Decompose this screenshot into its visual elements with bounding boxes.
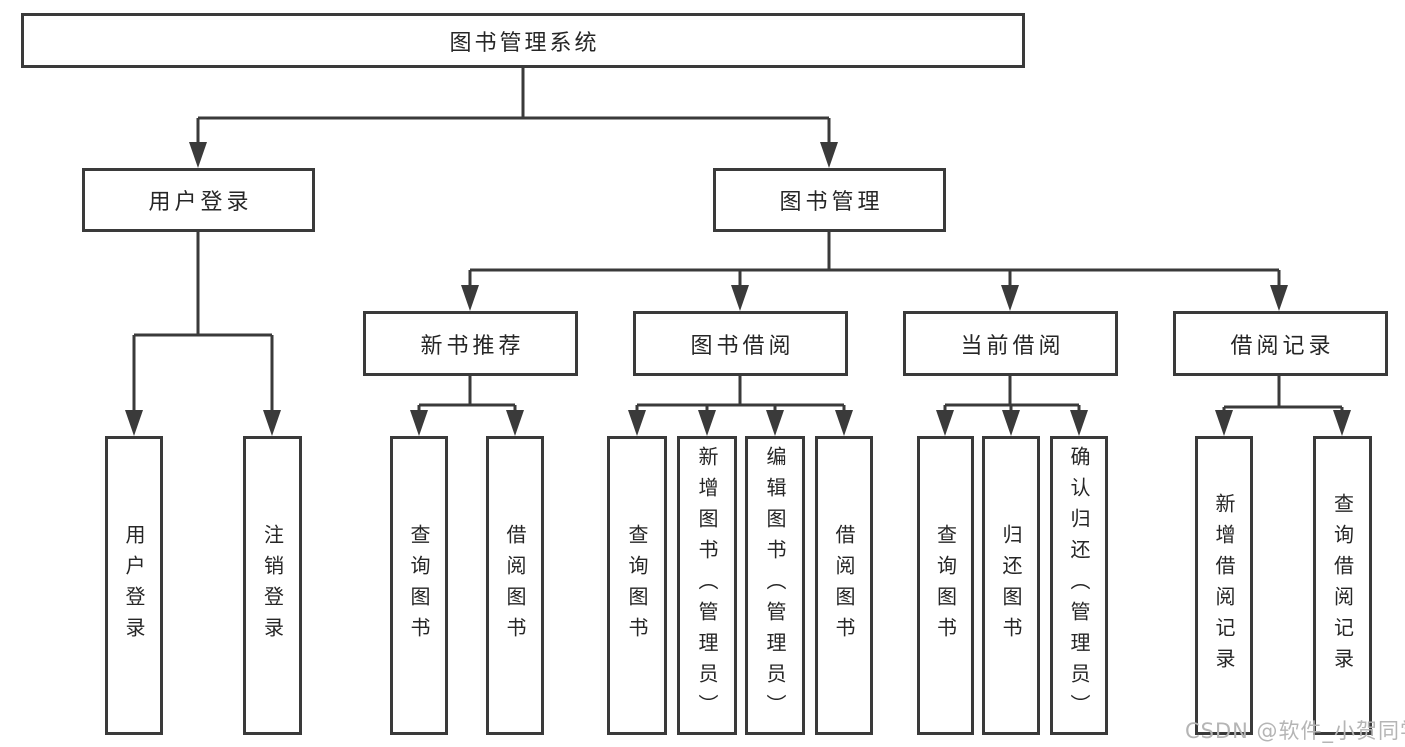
node-label: 当前借阅: [960, 333, 1065, 359]
node-label: 查询图书: [625, 523, 649, 648]
node-label: 用户登录: [148, 190, 253, 215]
node-new-book-recommend: 新书推荐: [363, 311, 578, 376]
node-label: 注销登录: [260, 523, 285, 648]
node-label: 图书管理系统: [449, 30, 600, 56]
node-br-query-record: 查询借阅记录: [1313, 436, 1372, 735]
node-current-borrow: 当前借阅: [903, 311, 1118, 376]
node-cb-confirm-return-admin: 确认归还（管理员）: [1050, 436, 1108, 735]
node-label: 图书管理: [779, 190, 884, 215]
node-label: 归还图书: [999, 523, 1023, 648]
watermark: CSDN @软件_小贺同学: [1185, 719, 1405, 743]
node-bb-query-books: 查询图书: [607, 436, 667, 735]
node-label: 新增借阅记录: [1212, 492, 1236, 679]
node-bb-edit-books-admin: 编辑图书（管理员）: [745, 436, 805, 735]
node-label: 借阅图书: [832, 523, 856, 648]
node-label: 借阅记录: [1230, 333, 1335, 359]
node-cb-query-books: 查询图书: [917, 436, 974, 735]
node-label: 新增图书（管理员）: [695, 446, 719, 725]
node-label: 确认归还（管理员）: [1067, 446, 1091, 725]
node-label: 新书推荐: [420, 333, 525, 359]
node-label: 用户登录: [122, 523, 146, 648]
node-label: 查询图书: [407, 523, 431, 648]
node-user-login-action: 用户登录: [105, 436, 163, 735]
node-user-login: 用户登录: [82, 168, 315, 232]
node-nb-borrow-books: 借阅图书: [486, 436, 544, 735]
node-borrow-records: 借阅记录: [1173, 311, 1388, 376]
node-label: 查询借阅记录: [1330, 492, 1355, 679]
node-logout-action: 注销登录: [243, 436, 302, 735]
arrowhead-icons: [125, 142, 1351, 436]
node-bb-borrow-books: 借阅图书: [815, 436, 873, 735]
node-cb-return-books: 归还图书: [982, 436, 1040, 735]
node-label: 借阅图书: [503, 523, 527, 648]
node-label: 查询图书: [933, 523, 958, 648]
node-label: 图书借阅: [690, 333, 795, 359]
node-br-add-record: 新增借阅记录: [1195, 436, 1253, 735]
node-root: 图书管理系统: [21, 13, 1025, 68]
node-book-management: 图书管理: [713, 168, 946, 232]
node-nb-query-books: 查询图书: [390, 436, 448, 735]
node-book-borrow: 图书借阅: [633, 311, 848, 376]
node-bb-add-books-admin: 新增图书（管理员）: [677, 436, 737, 735]
node-label: 编辑图书（管理员）: [763, 446, 787, 725]
